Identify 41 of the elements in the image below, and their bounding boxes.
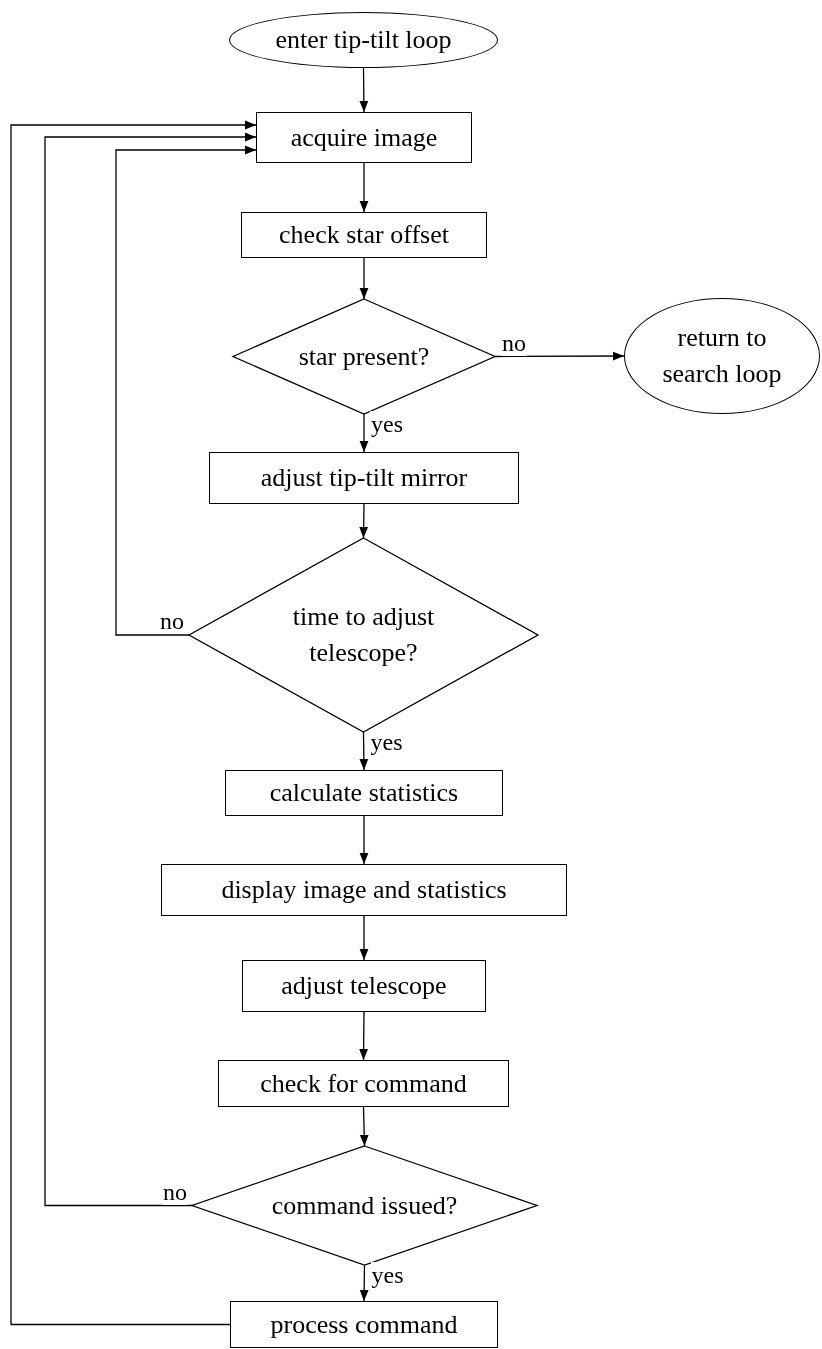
arrow <box>10 120 257 1326</box>
step-text: check for command <box>260 1067 467 1100</box>
process-box <box>241 212 487 258</box>
arrow <box>359 413 369 453</box>
process-box <box>218 1060 509 1107</box>
arrow <box>44 132 257 1207</box>
step-text: command issued? <box>271 1189 458 1222</box>
step-text: acquire image <box>290 121 438 154</box>
arrow <box>359 1264 369 1302</box>
arrow <box>115 145 257 636</box>
process-box <box>161 864 567 916</box>
step-text: return to search loop <box>661 322 783 390</box>
decision-diamond <box>189 538 538 732</box>
step-text: process command <box>270 1308 458 1341</box>
arrow <box>359 815 369 865</box>
arrow <box>359 731 369 771</box>
step-text: star present? <box>298 340 430 373</box>
decision-diamond <box>233 299 495 414</box>
process-box <box>230 1301 498 1348</box>
arrow <box>359 67 369 113</box>
process-box <box>242 960 486 1012</box>
step-text: time to adjust telescope? <box>291 601 436 669</box>
arrow <box>359 1106 369 1147</box>
step-text: enter tip-tilt loop <box>275 24 452 56</box>
arrow <box>359 257 369 300</box>
step-text: adjust tip-tilt mirror <box>260 462 468 494</box>
step-text: adjust telescope <box>281 970 447 1002</box>
edge-label: yes <box>370 1262 405 1288</box>
process-box <box>256 112 472 163</box>
step-text: calculate statistics <box>269 777 459 809</box>
arrow <box>359 915 369 961</box>
arrow <box>359 162 369 213</box>
process-box <box>225 770 503 816</box>
step-text: check star offset <box>279 219 449 251</box>
arrow <box>359 1011 368 1061</box>
arrow <box>359 503 369 539</box>
process-box <box>209 452 519 504</box>
step-text: display image and statistics <box>221 874 507 906</box>
edge-label: yes <box>370 411 404 437</box>
decision-diamond <box>192 1146 537 1265</box>
arrow <box>494 351 625 361</box>
